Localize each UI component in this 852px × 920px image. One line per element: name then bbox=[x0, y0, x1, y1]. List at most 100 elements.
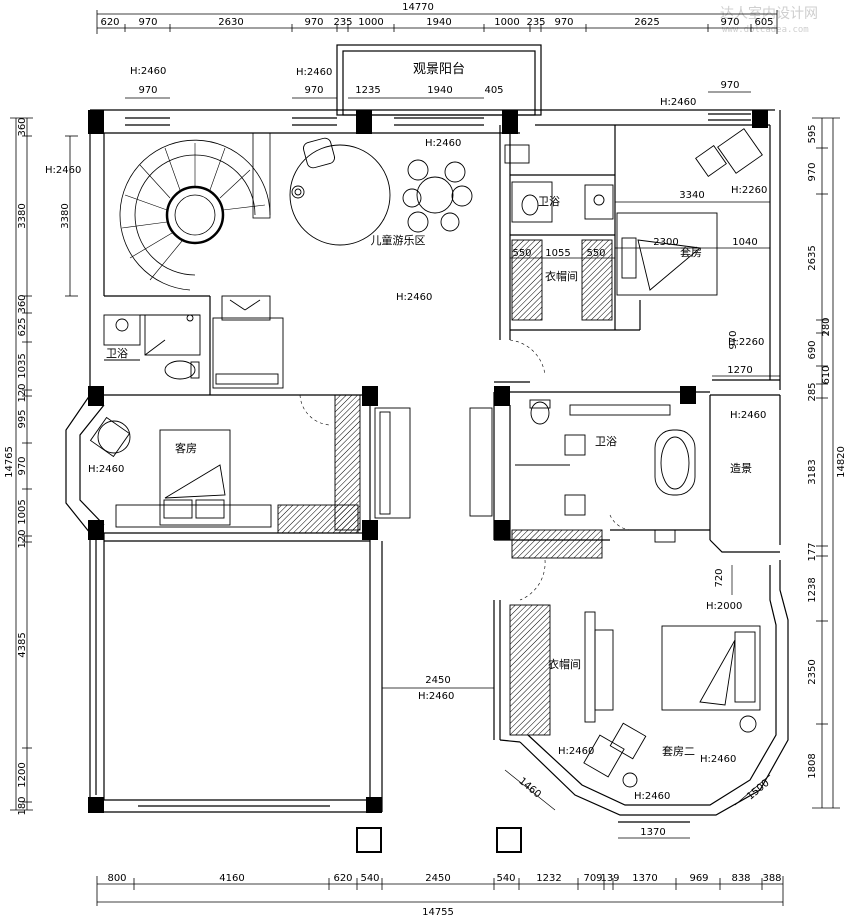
kids-area-furniture bbox=[289, 137, 473, 246]
inner-dim: 970 bbox=[304, 85, 323, 96]
height-label: H:2000 bbox=[706, 601, 742, 612]
inner-dim: 3340 bbox=[679, 190, 704, 201]
height-label: H:2460 bbox=[396, 292, 432, 303]
height-label: H:2460 bbox=[296, 67, 332, 78]
height-label: H:2460 bbox=[634, 791, 670, 802]
desk-area bbox=[212, 295, 284, 389]
inner-dim: 2450 bbox=[425, 675, 450, 686]
room-label-suite: 套房 bbox=[680, 246, 702, 259]
left-dim: 180 bbox=[17, 796, 28, 815]
left-dim: 995 bbox=[17, 409, 28, 428]
bottom-dim: 969 bbox=[689, 873, 708, 884]
height-label: H:2460 bbox=[700, 754, 736, 765]
bottom-dim: 388 bbox=[762, 873, 781, 884]
right-dim: 177 bbox=[807, 542, 818, 561]
height-label: H:2460 bbox=[45, 165, 81, 176]
top-dim: 970 bbox=[720, 17, 739, 28]
inner-dim-labels: 970 970 1235 1940 405 970 3340 2300 1040… bbox=[138, 80, 771, 838]
top-dim: 970 bbox=[138, 17, 157, 28]
bottom-dim: 800 bbox=[107, 873, 126, 884]
bottom-dim: 139 bbox=[600, 873, 619, 884]
height-label: H:2260 bbox=[731, 185, 767, 196]
suite2-furniture bbox=[509, 604, 761, 788]
right-dim-labels: 595 970 2635 280 690 610 285 3183 177 12… bbox=[807, 124, 847, 778]
left-dim: 1200 bbox=[17, 762, 28, 787]
inner-dim: 1055 bbox=[545, 248, 570, 259]
room-label-scene: 造景 bbox=[730, 461, 752, 475]
inner-dim: 1235 bbox=[355, 85, 380, 96]
bottom-dim: 620 bbox=[333, 873, 352, 884]
top-dim: 2625 bbox=[634, 17, 659, 28]
room-label-bath2: 卫浴 bbox=[595, 435, 617, 448]
outside-pillars bbox=[356, 827, 522, 853]
overall-right-dim: 14820 bbox=[836, 446, 847, 478]
bottom-dim: 540 bbox=[496, 873, 515, 884]
height-label: H:2460 bbox=[558, 746, 594, 757]
top-dim-labels: 620 970 2630 970 235 1000 1940 1000 235 … bbox=[100, 17, 773, 28]
suite-furniture bbox=[504, 128, 763, 321]
top-dim: 235 bbox=[526, 17, 545, 28]
top-dim: 970 bbox=[554, 17, 573, 28]
room-label-kids: 儿童游乐区 bbox=[371, 233, 426, 247]
top-dim: 1000 bbox=[358, 17, 383, 28]
room-label-closet1: 衣帽间 bbox=[545, 269, 578, 283]
inner-dim: 1500 bbox=[745, 778, 772, 803]
inner-dim: 1940 bbox=[427, 85, 452, 96]
inner-dim: 1370 bbox=[640, 827, 665, 838]
top-dim: 2630 bbox=[218, 17, 243, 28]
bottom-dim-labels: 800 4160 620 540 2450 540 1232 709 139 1… bbox=[107, 873, 781, 884]
left-dim: 1035 bbox=[17, 353, 28, 378]
inner-dim: 405 bbox=[484, 85, 503, 96]
bottom-dim: 1232 bbox=[536, 873, 561, 884]
overall-top-dim: 14770 bbox=[402, 2, 434, 13]
room-label-balcony: 观景阳台 bbox=[413, 62, 465, 77]
room-label-bath3: 卫浴 bbox=[538, 195, 560, 208]
inner-dim: 1270 bbox=[727, 365, 752, 376]
bath2-fixtures bbox=[469, 399, 696, 559]
right-dim: 690 bbox=[807, 340, 818, 359]
top-dim: 235 bbox=[333, 17, 352, 28]
top-dim: 605 bbox=[754, 17, 773, 28]
right-dim: 2350 bbox=[807, 659, 818, 684]
right-dimension-chain bbox=[812, 117, 840, 809]
overall-bottom-dim: 14755 bbox=[422, 907, 454, 918]
door-swings bbox=[299, 339, 631, 601]
height-label: H:2460 bbox=[660, 97, 696, 108]
bottom-dim: 2450 bbox=[425, 873, 450, 884]
watermark-title: 达人室内设计网 bbox=[720, 5, 818, 22]
right-dim: 595 bbox=[807, 124, 818, 143]
right-dim: 970 bbox=[807, 162, 818, 181]
inner-dim: 2300 bbox=[653, 237, 678, 248]
top-dim: 620 bbox=[100, 17, 119, 28]
height-labels: H:2460 H:2460 H:2460 H:2460 H:2460 H:246… bbox=[45, 66, 767, 802]
columns bbox=[88, 110, 768, 813]
top-dim: 1000 bbox=[494, 17, 519, 28]
right-dim: 280 bbox=[821, 317, 832, 336]
bottom-dim: 838 bbox=[731, 873, 750, 884]
left-dim: 3380 bbox=[17, 203, 28, 228]
left-dim: 120 bbox=[17, 529, 28, 548]
bottom-dimension-chain bbox=[96, 876, 784, 906]
right-dim: 610 bbox=[821, 365, 832, 384]
left-dim: 970 bbox=[17, 456, 28, 475]
left-dim: 120 bbox=[17, 383, 28, 402]
inner-dim: 970 bbox=[138, 85, 157, 96]
inner-dim: 970 bbox=[728, 330, 739, 349]
height-label: H:2260 bbox=[728, 337, 764, 348]
height-label: H:2460 bbox=[730, 410, 766, 421]
inner-dim: 1460 bbox=[516, 776, 543, 801]
left-dim-labels: 360 3380 360 625 1035 120 995 970 1005 1… bbox=[4, 117, 28, 815]
inner-dim: 720 bbox=[714, 568, 725, 587]
guest-room-furniture bbox=[89, 394, 411, 534]
bottom-dim: 709 bbox=[583, 873, 602, 884]
left-dim: 360 bbox=[17, 117, 28, 136]
right-dim: 1238 bbox=[807, 577, 818, 602]
inner-dim-3380: 3380 bbox=[60, 203, 71, 228]
room-label-closet2: 衣帽间 bbox=[548, 657, 581, 671]
right-dim: 1808 bbox=[807, 753, 818, 778]
right-dim: 3183 bbox=[807, 459, 818, 484]
top-dim: 970 bbox=[304, 17, 323, 28]
inner-dim: 970 bbox=[720, 80, 739, 91]
inner-left-dim bbox=[65, 135, 78, 297]
